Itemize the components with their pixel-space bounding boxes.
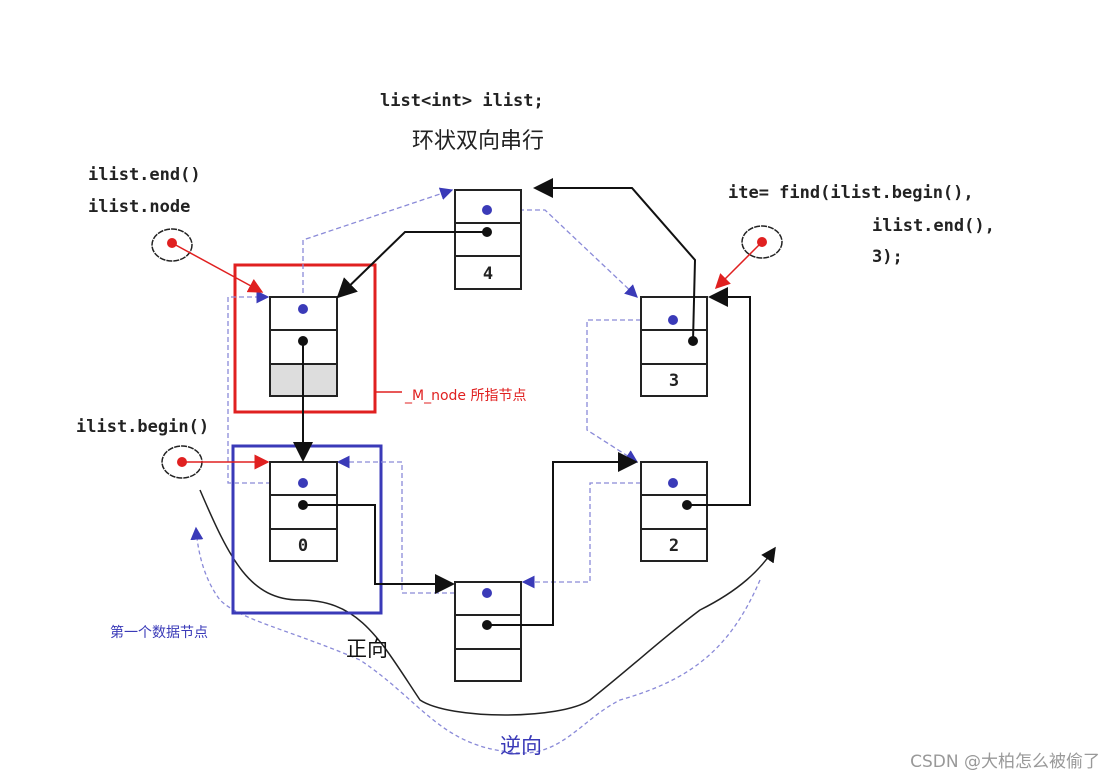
- node-3-value: 3: [669, 371, 679, 391]
- backward-curve: [190, 526, 761, 754]
- forward-curve: [199, 489, 776, 716]
- pointer-dots: [298, 205, 698, 630]
- first-node-label: 第一个数据节点: [110, 624, 208, 641]
- find-line-2: ilist.end(),: [872, 216, 995, 236]
- begin-label: ilist.begin(): [76, 417, 209, 437]
- node-4: [454, 189, 522, 290]
- m-node-highlight-box: [233, 263, 377, 414]
- iterator-end-cloud: [151, 228, 264, 293]
- node-0: [269, 461, 338, 562]
- backward-label: 逆向: [500, 734, 542, 758]
- forward-label: 正向: [346, 637, 388, 661]
- iterator-begin-cloud: [161, 445, 270, 479]
- m-node-label: _M_node 所指节点: [404, 388, 526, 404]
- node-2-value: 2: [669, 536, 679, 556]
- find-line-1: ite= find(ilist.begin(),: [728, 183, 974, 203]
- node-0-value: 0: [298, 536, 308, 556]
- end-label: ilist.end(): [88, 165, 201, 185]
- watermark: CSDN @大柏怎么被偷了: [910, 752, 1100, 772]
- code-declaration: list<int> ilist;: [380, 91, 544, 111]
- diagram-title: 环状双向串行: [412, 129, 544, 154]
- next-links: [293, 178, 751, 626]
- node-label: ilist.node: [88, 197, 190, 217]
- node-3: [640, 296, 708, 397]
- iterator-ite-cloud: [714, 225, 783, 290]
- find-line-3: 3);: [872, 247, 903, 267]
- node-bottom: [454, 581, 522, 682]
- node-4-value: 4: [483, 264, 493, 284]
